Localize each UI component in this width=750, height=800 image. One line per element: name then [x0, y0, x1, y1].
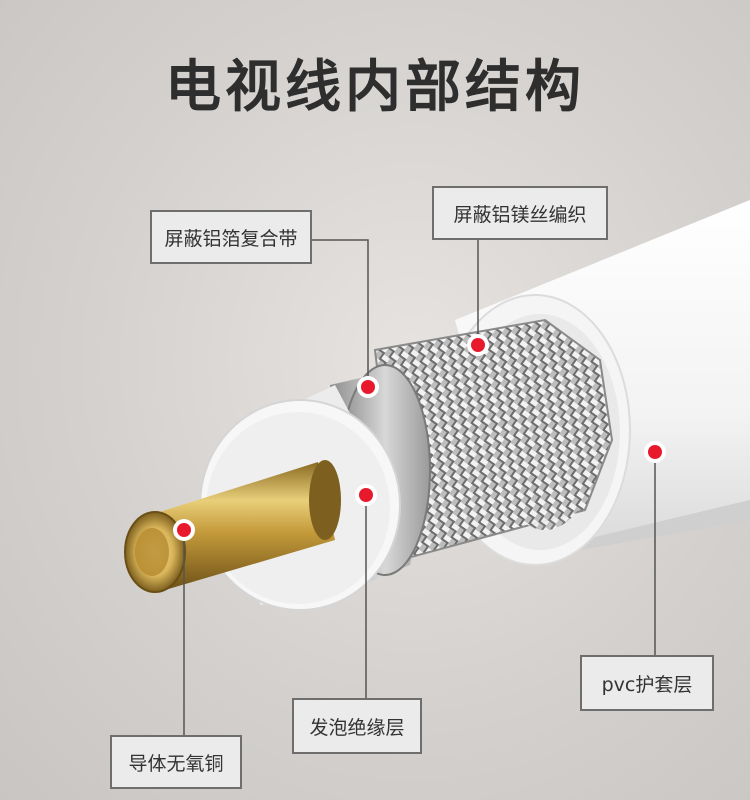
diagram-title: 电视线内部结构 — [165, 55, 585, 120]
leader-lines — [183, 239, 656, 735]
marker-foil — [357, 376, 379, 398]
label-jacket: pvc护套层 — [580, 655, 714, 711]
marker-foam — [355, 484, 377, 506]
marker-braid — [467, 334, 489, 356]
label-foam: 发泡绝缘层 — [292, 698, 422, 754]
label-conductor: 导体无氧铜 — [110, 735, 242, 789]
markers — [173, 334, 666, 541]
marker-conductor — [173, 519, 195, 541]
copper-conductor — [124, 460, 341, 593]
leader-foil — [312, 239, 369, 387]
marker-jacket — [644, 441, 666, 463]
label-braid: 屏蔽铝镁丝编织 — [432, 186, 608, 240]
label-foil: 屏蔽铝箔复合带 — [150, 210, 312, 264]
